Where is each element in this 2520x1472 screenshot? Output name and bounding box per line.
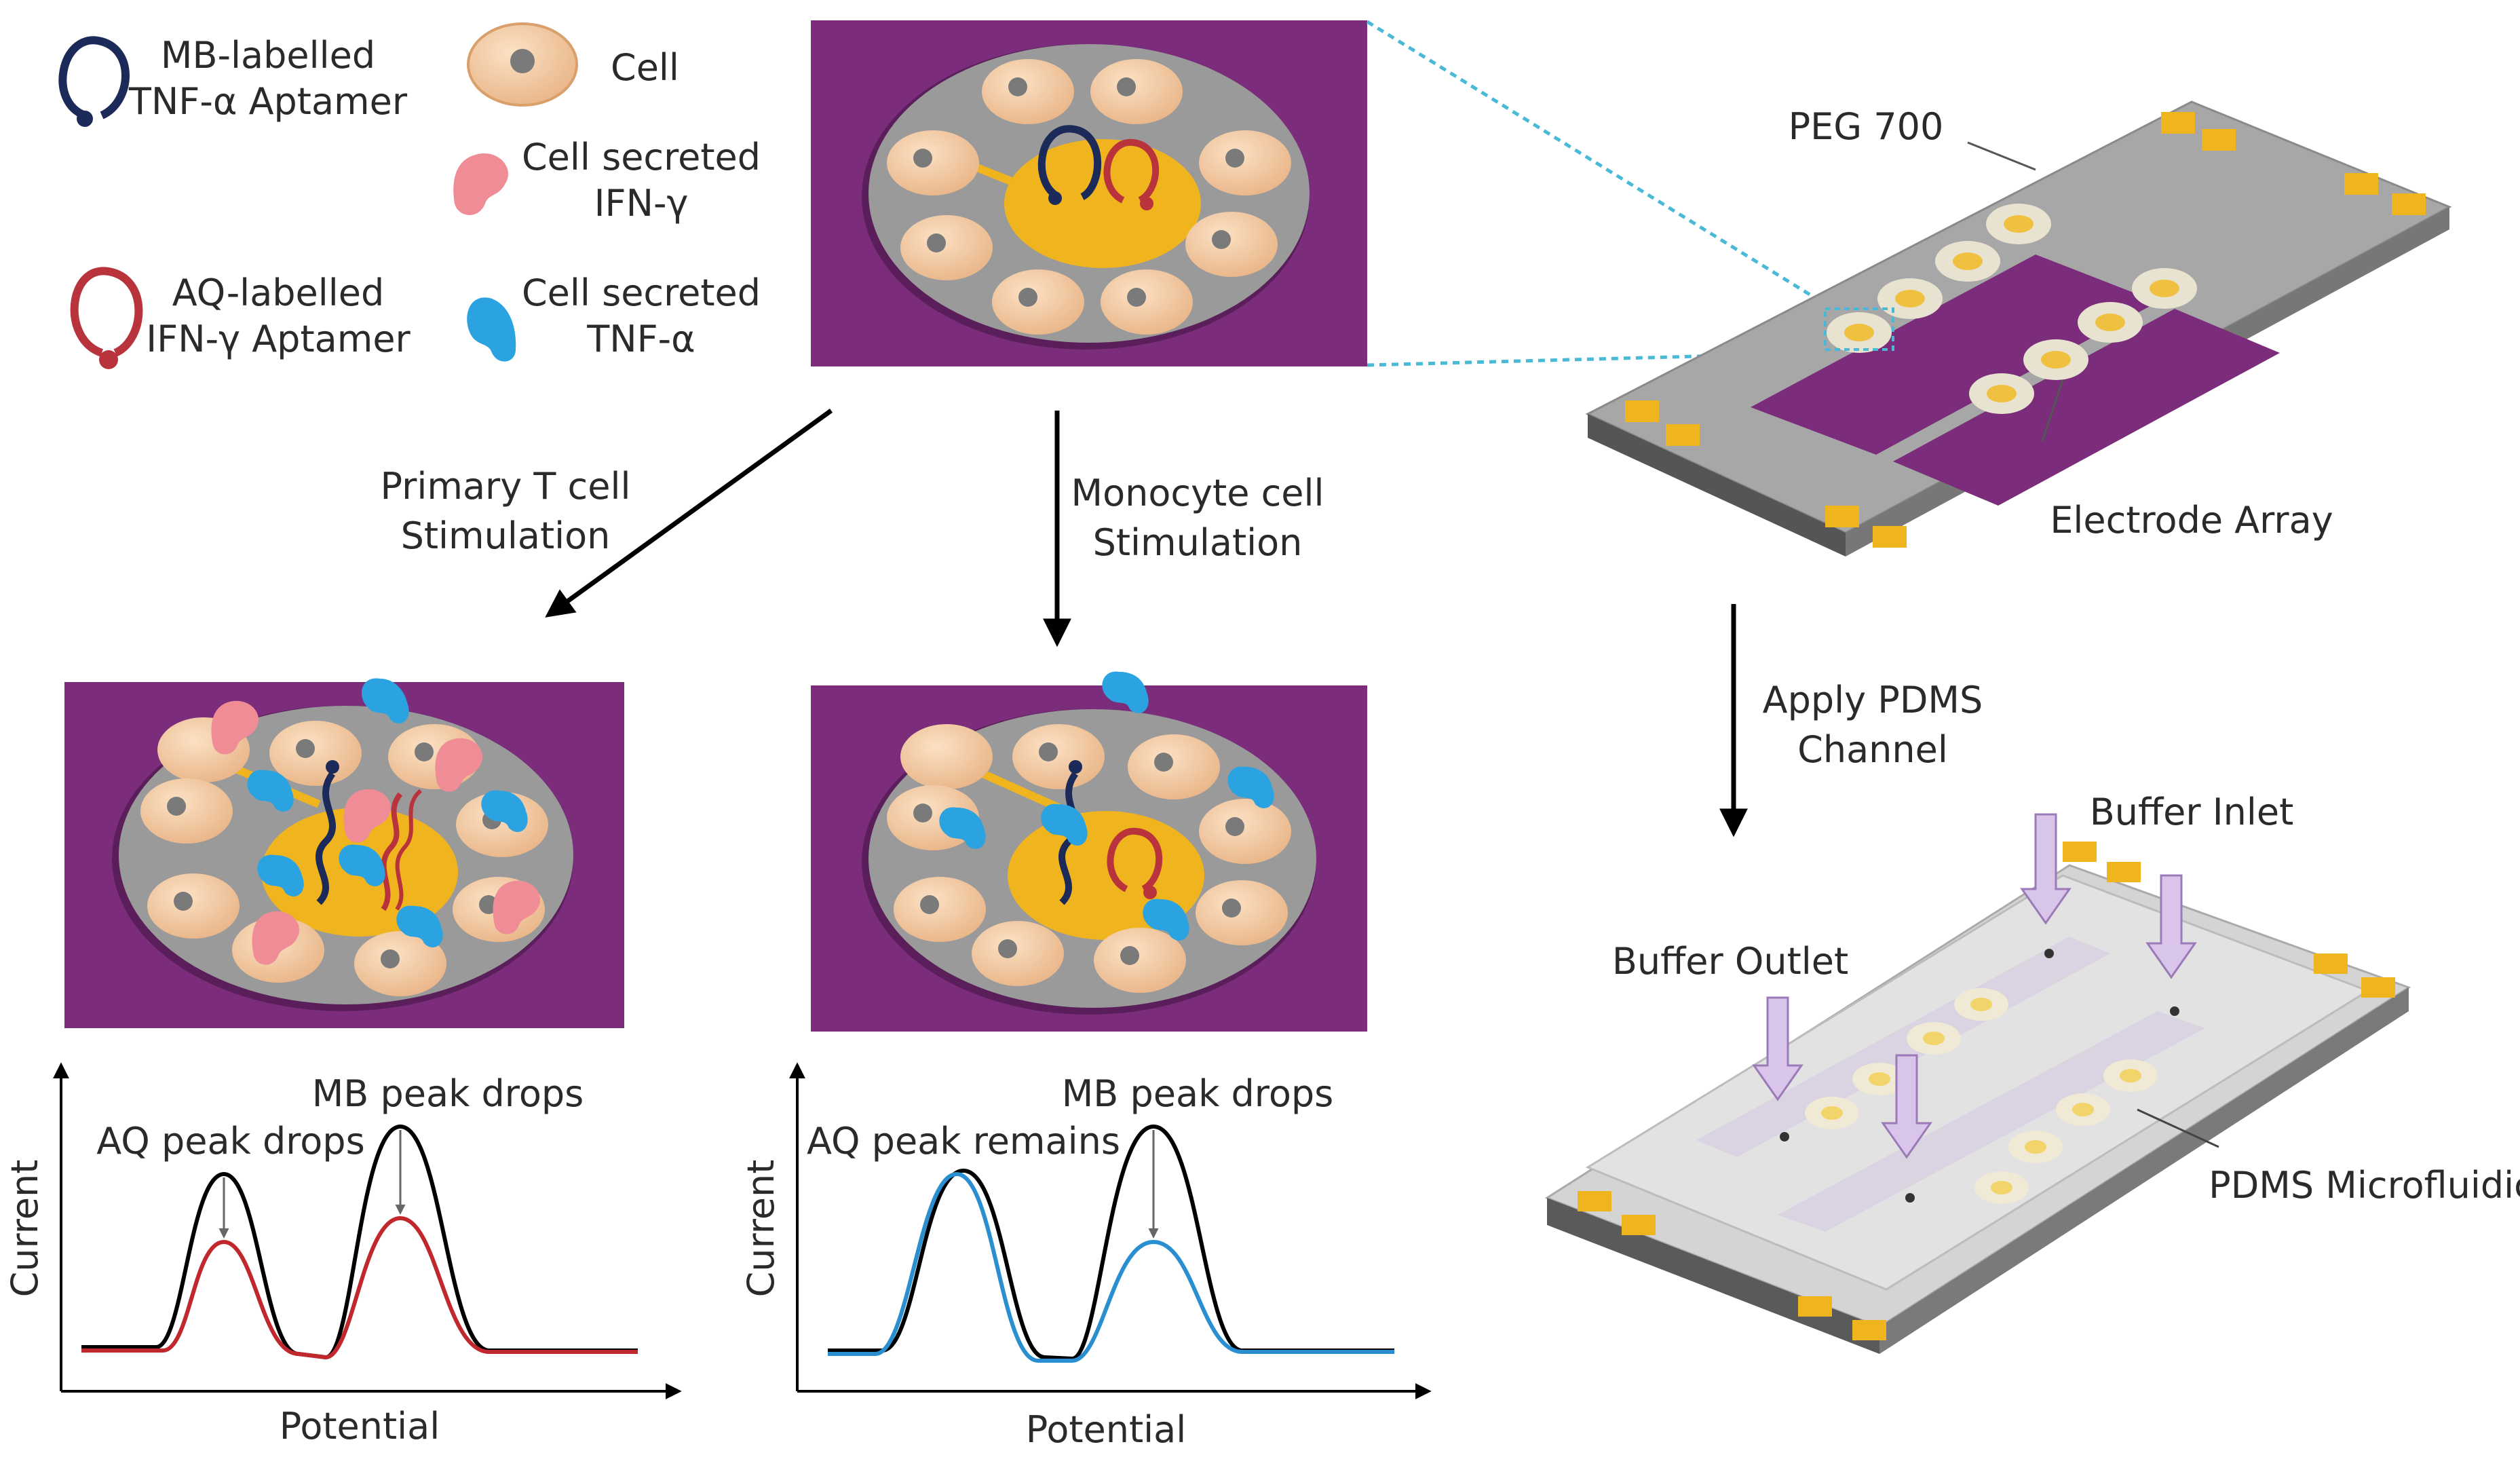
monocyte-label-1: Monocyte cell xyxy=(1071,472,1324,514)
monocyte-panel xyxy=(811,671,1367,1032)
monocyte-label-2: Stimulation xyxy=(1093,521,1303,564)
ifn-label-1: Cell secreted xyxy=(522,136,761,178)
device-pads xyxy=(1578,842,2395,1340)
device-ports xyxy=(1780,949,2179,1203)
ifn-gamma-icon xyxy=(453,153,508,215)
trace-after xyxy=(81,1215,638,1360)
tcell-label-1: Primary T cell xyxy=(381,465,631,508)
mb-aptamer-label-1: MB-labelled xyxy=(161,34,375,77)
aq-annotation: AQ peak remains xyxy=(807,1120,1120,1163)
ifn-label-2: IFN-γ xyxy=(594,182,689,225)
mb-annotation: MB peak drops xyxy=(312,1072,584,1115)
electrode-array-label: Electrode Array xyxy=(2050,499,2333,542)
pdms-microfluidic-label: PDMS Microfluidic xyxy=(2209,1164,2520,1207)
tcell-label-2: Stimulation xyxy=(401,514,611,557)
device-electrodes xyxy=(1805,988,2158,1204)
x-axis-label: Potential xyxy=(280,1405,440,1448)
tnf-label-2: TNF-α xyxy=(586,318,695,360)
cell-icon xyxy=(467,22,578,107)
aq-aptamer-label-2: IFN-γ Aptamer xyxy=(146,318,411,360)
flow-arrows xyxy=(1752,813,2197,1159)
tnf-molecules xyxy=(939,671,1274,941)
chip-pads xyxy=(1625,112,2426,548)
x-axis-label: Potential xyxy=(1026,1408,1187,1451)
y-axis-label: Current xyxy=(740,1160,782,1298)
legend: MB-labelled TNF-α Aptamer Cell Cell secr… xyxy=(58,22,761,369)
mb-annotation: MB peak drops xyxy=(1062,1072,1334,1115)
pdms-arrow-label-1: Apply PDMS xyxy=(1763,679,1983,721)
mb-aptamer-icon xyxy=(58,36,130,127)
graph-left: AQ peak drops MB peak drops Current Pote… xyxy=(3,1062,682,1448)
buffer-inlet-label: Buffer Inlet xyxy=(2090,791,2294,833)
tnf-alpha-icon xyxy=(467,297,516,362)
mb-aptamer-label-2: TNF-α Aptamer xyxy=(128,80,408,123)
graph-right: AQ peak remains MB peak drops Current Po… xyxy=(740,1062,1432,1451)
pdms-device xyxy=(1544,813,2411,1354)
electrodes xyxy=(1827,204,2197,414)
tnf-molecules xyxy=(247,678,528,947)
trace-after xyxy=(828,1171,1394,1363)
aq-aptamer-label-1: AQ-labelled xyxy=(172,271,385,314)
top-panel xyxy=(811,20,1367,366)
electrode-chip xyxy=(1585,100,2452,556)
aq-aptamer-icon xyxy=(70,267,143,369)
cell-label: Cell xyxy=(611,46,679,89)
top-cells xyxy=(887,59,1291,335)
arrow-tcell xyxy=(545,409,833,618)
y-axis-label: Current xyxy=(3,1160,46,1298)
peg-label: PEG 700 xyxy=(1789,105,1944,148)
aq-annotation: AQ peak drops xyxy=(96,1120,364,1163)
zoom-line-top xyxy=(1366,20,1827,306)
pdms-arrow-label-2: Channel xyxy=(1797,728,1948,771)
buffer-outlet-label: Buffer Outlet xyxy=(1612,940,1848,983)
tnf-label-1: Cell secreted xyxy=(522,271,761,314)
tcell-panel xyxy=(64,678,624,1028)
ifn-molecules xyxy=(211,700,541,965)
trace-before xyxy=(828,1124,1394,1361)
